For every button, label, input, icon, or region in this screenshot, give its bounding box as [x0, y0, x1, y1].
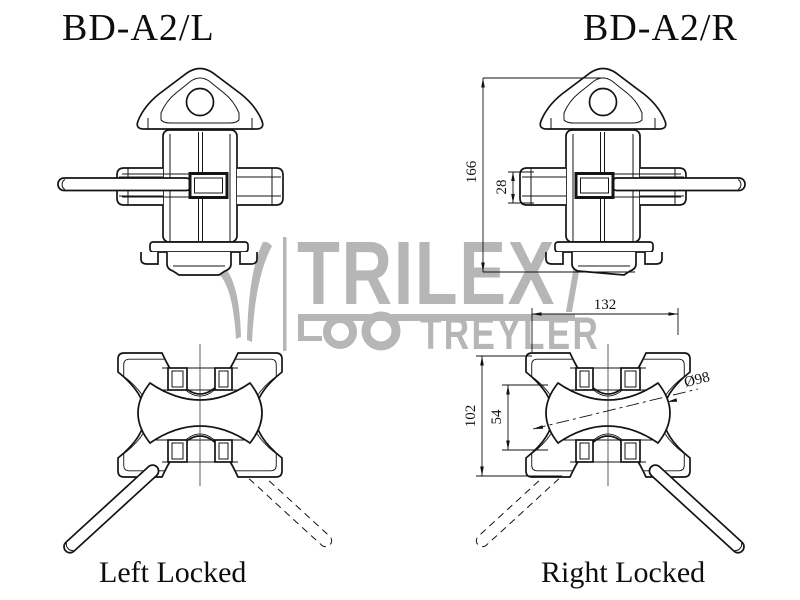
handle-rod-alternate-dashed: [475, 462, 568, 548]
dimension-cone-diameter: Ø98: [532, 369, 712, 430]
twistlock-plan-drawing: [63, 344, 333, 554]
dim-label-28: 28: [494, 180, 510, 195]
divider-bar: [283, 237, 287, 351]
dimension-total-height: 166: [464, 77, 635, 273]
right-model-title: BD-A2/R: [583, 7, 738, 49]
wheel-icon: [323, 315, 357, 349]
right-twistlock-elevation-view: 166 28: [464, 67, 746, 276]
right-caption: Right Locked: [541, 556, 706, 589]
left-twistlock-plan-view: [63, 344, 333, 554]
twistlock-elevation-drawing: [519, 67, 746, 276]
handle-rod-alternate-dashed: [240, 462, 333, 548]
dimension-cone-width: 54: [489, 384, 548, 451]
twistlock-elevation-drawing: [57, 67, 284, 276]
handle-rod: [610, 177, 746, 192]
left-caption: Left Locked: [99, 556, 247, 589]
dim-label-54: 54: [489, 409, 505, 425]
wheel-icon: [361, 311, 401, 351]
dim-label-diameter-98: Ø98: [683, 369, 712, 391]
handle-rod-locked: [648, 464, 745, 554]
handle-rod: [57, 177, 193, 192]
handle-socket: [188, 172, 229, 199]
head-hole: [185, 87, 215, 117]
trailer-icon: [298, 311, 575, 351]
watermark-subbrand-text: TREYLER: [420, 308, 601, 359]
left-model-title: BD-A2/L: [62, 7, 215, 49]
dim-label-102: 102: [463, 405, 479, 428]
dim-label-132: 132: [594, 297, 617, 313]
dimension-handle-slot: 28: [494, 171, 534, 204]
handle-rod-locked: [63, 464, 160, 554]
person-swoosh-icon: [219, 237, 287, 351]
handle-socket: [574, 172, 615, 199]
right-twistlock-plan-view: 132 102 54 Ø98: [463, 297, 745, 554]
dim-label-166: 166: [464, 160, 480, 183]
head-hole: [588, 87, 618, 117]
watermark-brand-text: TRILEX: [297, 224, 556, 324]
dimension-plate-depth: 102: [463, 355, 562, 477]
watermark-figure-and-trailer-icon: [219, 237, 575, 351]
left-twistlock-elevation-view: [57, 67, 284, 276]
dimension-plate-width: 132: [531, 297, 679, 352]
twistlock-plan-drawing: [475, 344, 745, 554]
